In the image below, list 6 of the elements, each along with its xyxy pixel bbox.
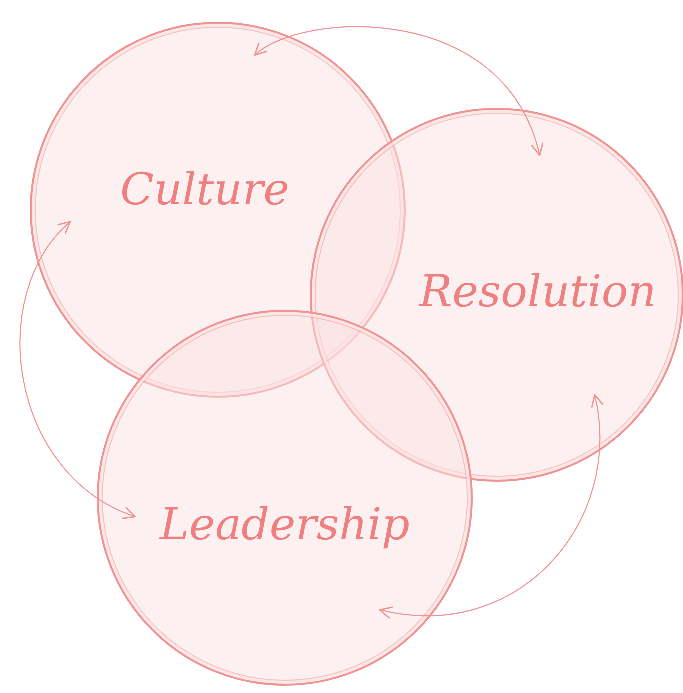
- circle-label: Culture: [120, 164, 290, 216]
- curved-arrow: [20, 221, 136, 518]
- curved-arrow: [379, 394, 604, 618]
- circle-label: Leadership: [160, 500, 410, 550]
- curved-arrow: [254, 26, 542, 156]
- circle-label: Resolution: [419, 266, 657, 318]
